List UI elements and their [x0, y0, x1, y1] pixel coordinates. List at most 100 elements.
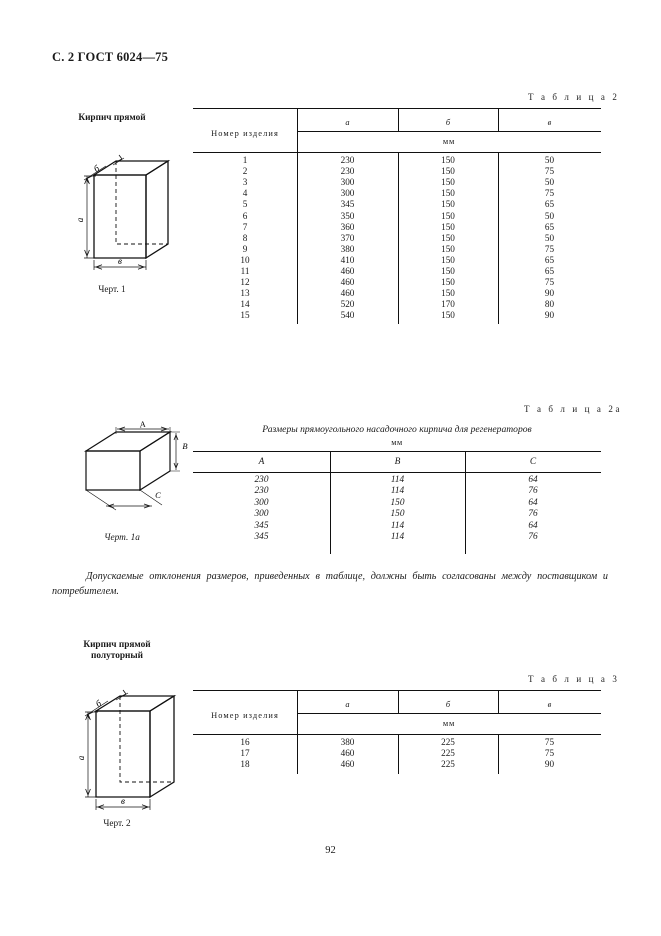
cell-b: 150 — [441, 277, 455, 288]
cell-a: 460 — [340, 759, 355, 770]
table-row: 13 460 150 90 — [193, 288, 601, 299]
table2a-unit: мм — [391, 438, 403, 447]
cell-b: 150 — [441, 310, 455, 321]
cell-a: 410 — [340, 254, 355, 265]
cell-number: 14 — [240, 299, 250, 310]
table3-col-header-a: а — [345, 700, 350, 709]
table3-vline-3b — [498, 734, 499, 774]
table-row: 300 150 76 — [193, 509, 601, 520]
table3-unit: мм — [442, 719, 456, 728]
table-row: 18 460 225 90 — [193, 759, 601, 770]
svg-text:а: а — [76, 755, 86, 760]
table2a-top-rule — [193, 451, 601, 452]
cell-b: 150 — [441, 210, 455, 221]
table3-vline-1 — [297, 690, 298, 774]
cell-v: 75 — [544, 277, 555, 288]
table-row: 5 345 150 65 — [193, 199, 601, 210]
cell-a: 360 — [340, 221, 355, 232]
table-row: 1 230 150 50 — [193, 155, 601, 166]
table3-header-bottom-rule — [193, 734, 601, 735]
table-row: 12 460 150 75 — [193, 277, 601, 288]
svg-text:в: в — [121, 796, 125, 806]
cell-b: 225 — [441, 759, 455, 770]
table-row: 7 360 150 65 — [193, 222, 601, 233]
cell-v: 90 — [544, 288, 555, 299]
cell-A: 230 — [254, 475, 269, 485]
cell-a: 300 — [340, 177, 355, 188]
table2a-label: Т а б л и ц а 2а — [524, 404, 623, 414]
cell-a: 345 — [340, 199, 355, 210]
cell-a: 520 — [340, 299, 355, 310]
cell-b: 150 — [441, 288, 455, 299]
table2-col-header-a: а — [345, 118, 350, 127]
table-row: 17 460 225 75 — [193, 748, 601, 759]
table2-col-header-v: в — [547, 118, 552, 127]
cell-number: 11 — [240, 266, 250, 276]
cell-A: 300 — [254, 509, 269, 520]
table-row: 230 114 64 — [193, 475, 601, 486]
cell-v: 75 — [544, 243, 555, 254]
table2-vline-3b — [498, 152, 499, 324]
cell-number: 18 — [240, 759, 250, 770]
table2a-header-bottom-rule — [193, 472, 601, 473]
cell-A: 300 — [254, 497, 269, 508]
cell-v: 65 — [544, 221, 555, 232]
cell-a: 460 — [340, 748, 355, 759]
table-row: 15 540 150 90 — [193, 310, 601, 321]
page-number: 92 — [325, 845, 336, 856]
cell-C: 64 — [528, 475, 538, 485]
table-row: 9 380 150 75 — [193, 244, 601, 255]
cell-b: 225 — [441, 737, 455, 747]
cell-a: 460 — [340, 266, 355, 276]
cell-v: 50 — [544, 210, 555, 221]
cell-b: 150 — [441, 266, 455, 276]
cell-b: 225 — [441, 748, 455, 759]
cell-C: 64 — [528, 497, 538, 508]
figure2-brick-drawing: б а в — [76, 689, 177, 810]
cell-number: 7 — [242, 221, 248, 232]
table3-col-header-number: Номер изделия — [211, 711, 279, 720]
cell-v: 50 — [544, 232, 555, 243]
cell-b: 150 — [441, 199, 455, 210]
cell-B: 114 — [390, 520, 405, 531]
cell-B: 114 — [390, 475, 405, 485]
cell-b: 150 — [441, 254, 455, 265]
cell-C: 76 — [528, 509, 538, 520]
cell-number: 17 — [240, 748, 250, 759]
cell-a: 300 — [340, 188, 355, 199]
table2-unit: мм — [442, 137, 456, 146]
cell-v: 80 — [544, 299, 555, 310]
table-row: 8 370 150 50 — [193, 233, 601, 244]
table-row: 345 114 64 — [193, 521, 601, 532]
table3-vline-3a — [498, 690, 499, 713]
cell-C: 76 — [528, 486, 538, 497]
cell-A: 345 — [254, 520, 269, 531]
cell-number: 15 — [240, 310, 250, 321]
table-row: 2 230 150 75 — [193, 166, 601, 177]
cell-v: 75 — [544, 166, 555, 177]
cell-number: 1 — [242, 155, 248, 165]
figure2-title-line2: полуторный — [91, 651, 143, 661]
svg-text:а: а — [75, 217, 85, 222]
figure2-caption: Черт. 2 — [103, 819, 131, 829]
table-row: 4 300 150 75 — [193, 188, 601, 199]
cell-v: 90 — [544, 759, 555, 770]
cell-b: 150 — [441, 166, 455, 177]
figure1-brick-drawing: б а в — [75, 154, 171, 270]
table3-col-header-v: в — [547, 700, 552, 709]
cell-b: 150 — [441, 243, 455, 254]
cell-number: 6 — [242, 210, 248, 221]
cell-v: 75 — [544, 748, 555, 759]
svg-text:б: б — [94, 698, 104, 709]
table3-header-divider — [297, 713, 601, 714]
cell-v: 90 — [544, 310, 555, 321]
cell-number: 4 — [242, 188, 248, 199]
table-row: 11 460 150 65 — [193, 266, 601, 277]
table2-vline-3a — [498, 108, 499, 131]
cell-B: 150 — [390, 509, 405, 520]
table2-top-rule — [193, 108, 601, 109]
table2a-col-header-C: C — [529, 457, 537, 467]
cell-C: 76 — [528, 532, 538, 542]
table-row: 16 380 225 75 — [193, 737, 601, 748]
table2-label: Т а б л и ц а 2 — [528, 92, 620, 102]
